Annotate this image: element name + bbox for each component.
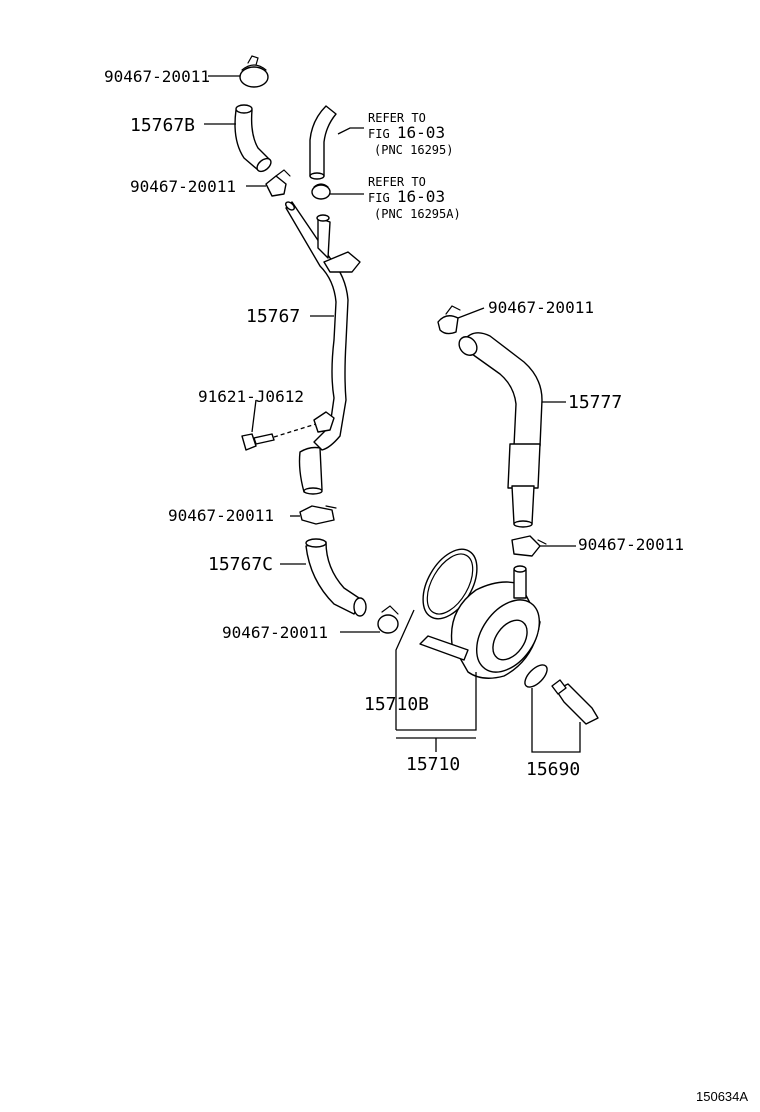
label-clamp-right-mid: 90467-20011 xyxy=(578,535,684,554)
label-clamp-right-top: 90467-20011 xyxy=(488,298,594,317)
label-refer1-line2: FIG 16-03 xyxy=(368,123,445,142)
label-switch-15690: 15690 xyxy=(526,759,580,780)
leader-lines xyxy=(204,75,581,753)
clamp-right-top-drawing xyxy=(437,305,461,335)
clamp-right-mid-drawing xyxy=(511,535,547,557)
label-refer1-line1: REFER TO xyxy=(368,111,426,125)
clamp-top-drawing xyxy=(239,55,269,88)
label-hose-15767b: 15767B xyxy=(130,115,195,136)
label-clamp-mid: 90467-20011 xyxy=(168,506,274,525)
clamp-2-drawing xyxy=(265,169,291,197)
label-bolt: 91621-J0612 xyxy=(198,387,304,406)
label-refer1-line3: (PNC 16295) xyxy=(374,143,453,157)
label-hose-15777: 15777 xyxy=(568,392,622,413)
hose-15767b-drawing xyxy=(234,104,272,173)
pipe-15767-drawing xyxy=(285,201,361,495)
label-refer2-line1: REFER TO xyxy=(368,175,426,189)
hose-15777-drawing xyxy=(458,332,543,528)
label-refer2-line3: (PNC 16295A) xyxy=(374,207,461,221)
label-clamp-bottom: 90467-20011 xyxy=(222,623,328,642)
hose-15767c-drawing xyxy=(305,538,367,617)
label-cooler-15710: 15710 xyxy=(406,754,460,775)
label-gasket-15710b: 15710B xyxy=(364,694,429,715)
bolt-drawing xyxy=(241,423,317,451)
clamp-mid-drawing xyxy=(299,505,337,525)
clamp-refer-drawing xyxy=(311,183,331,200)
label-refer2-line2: FIG 16-03 xyxy=(368,187,445,206)
diagram-code: 150634A xyxy=(696,1089,748,1104)
oil-cooler-drawing xyxy=(419,565,541,679)
label-pipe-15767: 15767 xyxy=(246,306,300,327)
clamp-bottom-drawing xyxy=(377,605,399,634)
label-clamp-top: 90467-20011 xyxy=(104,67,210,86)
switch-15690-drawing xyxy=(524,664,599,725)
label-clamp-2: 90467-20011 xyxy=(130,177,236,196)
label-hose-15767c: 15767C xyxy=(208,554,273,575)
refer-hose-1-drawing xyxy=(309,105,337,180)
